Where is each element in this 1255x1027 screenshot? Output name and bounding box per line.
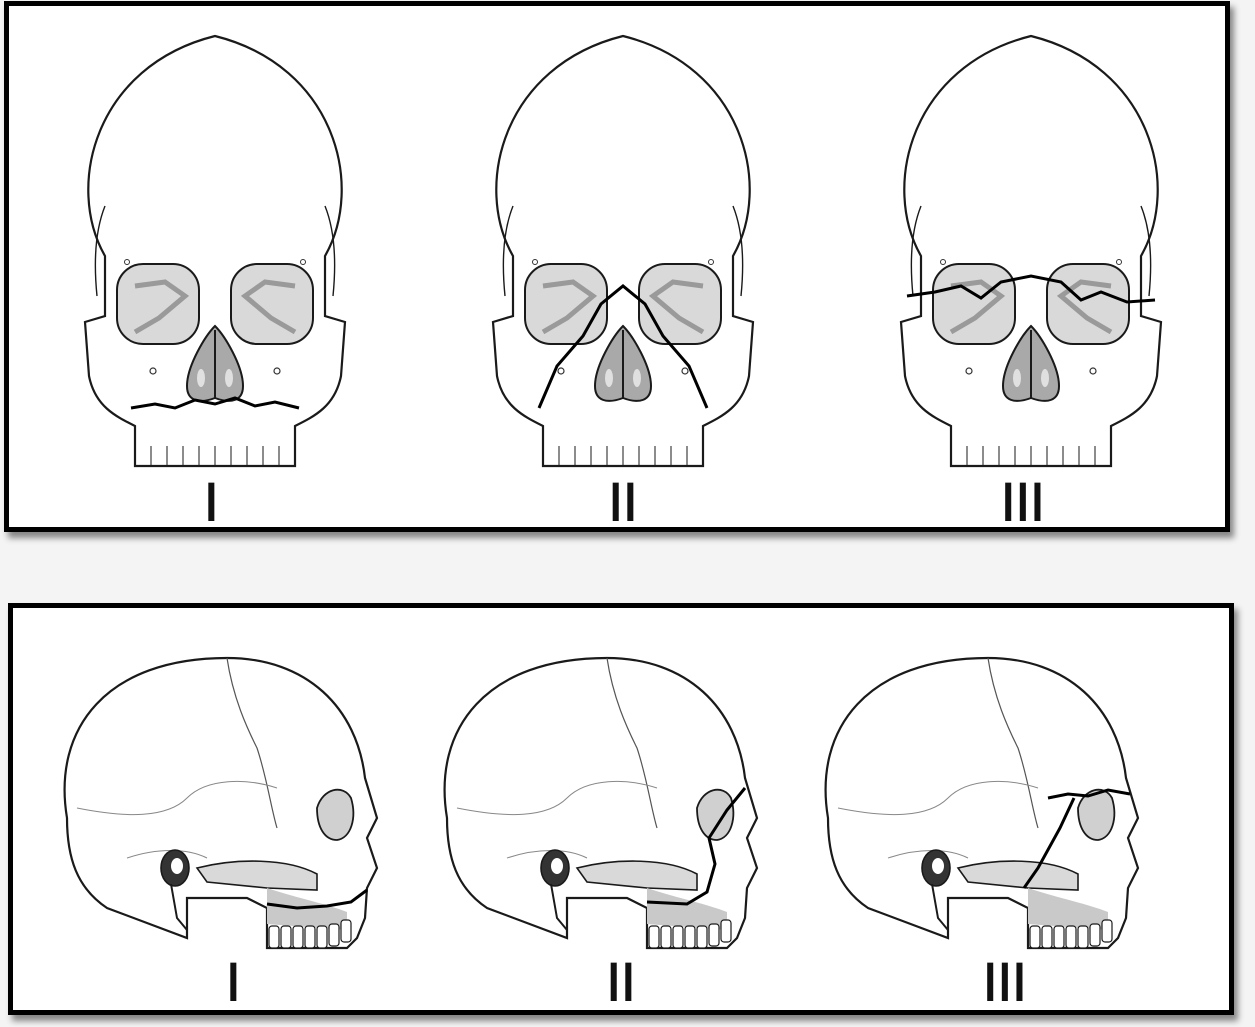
side-skull-I: [65, 658, 377, 948]
side-label-I: I: [227, 954, 242, 1010]
side-label-II: II: [608, 954, 637, 1010]
side-label-III: III: [984, 954, 1028, 1010]
front-label-I: I: [205, 474, 220, 530]
side-skull-III: [826, 658, 1138, 948]
front-skull-III: [901, 36, 1161, 466]
lateral-view-panel: I II III: [8, 603, 1234, 1015]
front-skull-I: [85, 36, 345, 466]
frontal-view-panel: I II III: [4, 1, 1230, 532]
front-label-III: III: [1002, 474, 1046, 530]
front-skull-II: [493, 36, 753, 466]
side-skull-II: [445, 658, 757, 948]
frontal-skulls-svg: [9, 6, 1225, 527]
front-label-II: II: [610, 474, 639, 530]
